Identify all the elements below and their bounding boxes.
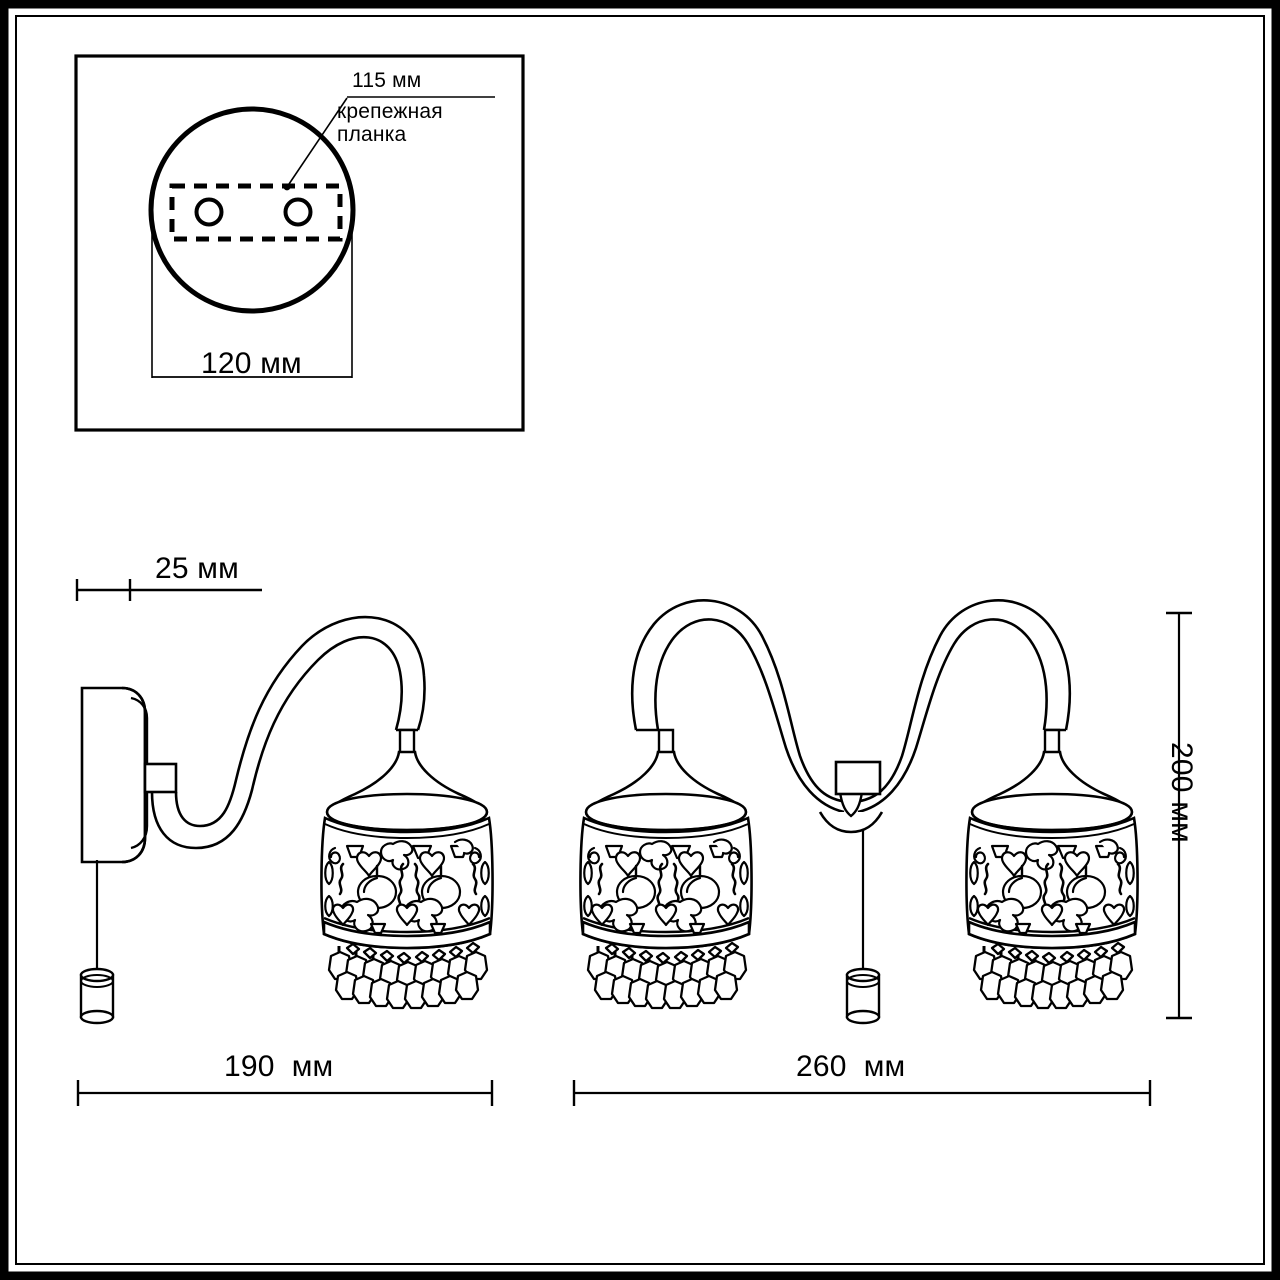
callout-leader-115 xyxy=(283,96,495,191)
dimension-120mm xyxy=(151,205,353,378)
dimension-260mm xyxy=(572,1080,1152,1106)
connector-block xyxy=(143,762,178,794)
dimension-label-25: 25 мм xyxy=(155,552,239,585)
mounting-hole-right xyxy=(283,197,313,227)
mounting-hole-left xyxy=(194,197,224,227)
sconce-arm-left xyxy=(630,599,849,814)
callout-label-115: 115 мм xyxy=(352,69,422,92)
single-arm-sconce xyxy=(79,615,493,1025)
cord-toggle-center xyxy=(845,967,881,1025)
center-junction xyxy=(818,760,884,834)
wall-plate-side xyxy=(80,686,149,864)
mounting-plate-detail-box xyxy=(74,54,525,432)
dimension-190mm xyxy=(76,1080,494,1106)
cord-toggle xyxy=(79,967,115,1025)
dimension-200mm xyxy=(1166,611,1192,1020)
dimension-label-200: 200 мм xyxy=(1165,742,1198,843)
dimension-label-120: 120 мм xyxy=(201,347,302,380)
center-wall-block xyxy=(834,760,882,796)
dimension-label-190: 190 мм xyxy=(224,1050,334,1083)
callout-note-bracket: крепежная планка xyxy=(337,100,443,146)
dimension-label-260: 260 мм xyxy=(796,1050,906,1083)
dimension-25mm xyxy=(75,579,262,601)
double-arm-sconce xyxy=(580,599,1137,1025)
pull-cord xyxy=(79,860,115,1025)
pull-cord-center xyxy=(845,830,881,1025)
